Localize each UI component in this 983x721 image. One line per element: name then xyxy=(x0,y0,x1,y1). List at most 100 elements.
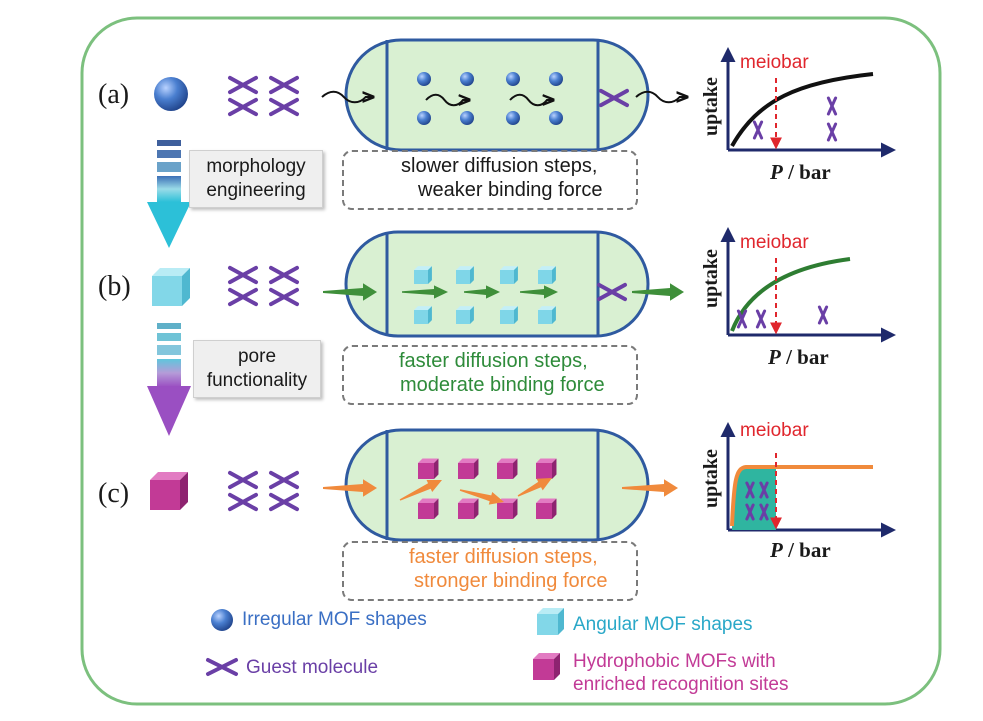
hydrophobic-mof-icon xyxy=(150,472,188,510)
guest-molecule-icon xyxy=(269,75,299,95)
inlet-arrow xyxy=(323,479,377,497)
guest-molecule-icon xyxy=(745,481,755,499)
guest-molecule-icon xyxy=(269,97,299,117)
ylabel-a: uptake xyxy=(700,77,722,136)
plot-b xyxy=(720,227,896,343)
ylabel-b: uptake xyxy=(700,249,722,308)
xlabel-c-unit: / bar xyxy=(782,538,831,562)
mof-sphere xyxy=(460,111,474,125)
diffusion-arrow xyxy=(517,478,552,497)
mof-cube xyxy=(500,266,518,284)
uptake-plots xyxy=(720,47,896,538)
legend-irregular-icon xyxy=(211,609,233,631)
inlet-arrow xyxy=(323,283,377,301)
legend-angular-text: Angular MOF shapes xyxy=(573,614,753,635)
mof-cube xyxy=(536,498,557,519)
morphology-engineering-label: morphology engineering xyxy=(189,150,323,208)
legend-b-line1: faster diffusion steps, xyxy=(399,350,588,372)
pore-line2: functionality xyxy=(206,370,308,391)
legend-irregular-text: Irregular MOF shapes xyxy=(242,609,427,630)
diffusion-wavy-arrow xyxy=(509,93,552,107)
meiobar-label-a: meiobar xyxy=(740,52,809,73)
guest-molecule-icon xyxy=(228,97,258,117)
diffusion-arrow xyxy=(459,489,504,505)
row-label-c: (c) xyxy=(98,478,130,509)
morphology-arrow xyxy=(147,140,191,248)
legend-a-line1: slower diffusion steps, xyxy=(401,155,598,177)
morphology-line1: morphology xyxy=(206,156,306,177)
mof-sphere xyxy=(460,72,474,86)
pore-arrow xyxy=(147,323,191,436)
guest-molecule-icon xyxy=(269,265,299,285)
xlabel-a: P / bar xyxy=(770,160,831,185)
vessel-b xyxy=(323,230,684,338)
meiobar-label-c: meiobar xyxy=(740,420,809,441)
guest-molecule-icon xyxy=(745,503,755,521)
mof-cube xyxy=(418,458,439,479)
legend-box-b xyxy=(342,345,638,405)
guest-molecule-icon xyxy=(269,470,299,490)
plot-a xyxy=(720,47,896,158)
mof-cube xyxy=(458,498,479,519)
legend-hydrophobic-text-2: enriched recognition sites xyxy=(573,674,789,695)
guest-molecule-icon xyxy=(755,309,767,329)
mof-sphere xyxy=(549,111,563,125)
outlet-arrow xyxy=(632,283,684,301)
mof-sphere xyxy=(506,111,520,125)
meiobar-label-b: meiobar xyxy=(740,232,809,253)
legend-box-c xyxy=(342,541,638,601)
mof-cube xyxy=(456,266,474,284)
guest-molecule-icon xyxy=(759,481,769,499)
legend-a-line2: weaker binding force xyxy=(418,179,603,201)
diffusion-arrow xyxy=(399,480,442,501)
legend-b-line2: moderate binding force xyxy=(400,374,605,396)
guest-molecule-exit-icon xyxy=(597,282,627,302)
legend-guest-icon xyxy=(206,658,238,676)
guest-molecule-icon xyxy=(228,75,258,95)
guest-molecule-icon xyxy=(826,96,838,116)
pore-line1: pore xyxy=(237,346,277,367)
xlabel-a-unit: / bar xyxy=(782,160,831,184)
legend-hydrophobic-text-1: Hydrophobic MOFs with xyxy=(573,651,776,672)
xlabel-c: P / bar xyxy=(770,538,831,563)
xlabel-b-var: P xyxy=(768,345,781,369)
xlabel-b: P / bar xyxy=(768,345,829,370)
guest-molecule-icon xyxy=(826,122,838,142)
vessel-a xyxy=(321,38,686,152)
outlet-arrow xyxy=(622,479,678,497)
mof-cube xyxy=(497,498,518,519)
legend-c-line1: faster diffusion steps, xyxy=(409,546,598,568)
mof-cube xyxy=(418,498,439,519)
guest-molecule-icon xyxy=(759,503,769,521)
ylabel-c: uptake xyxy=(700,449,722,508)
vessels xyxy=(321,38,686,542)
xlabel-b-unit: / bar xyxy=(780,345,829,369)
angular-mof-icon xyxy=(152,268,190,306)
guest-molecule-exit-icon xyxy=(599,88,629,108)
legend-box-a xyxy=(342,150,638,210)
plot-c xyxy=(720,422,896,538)
legend-hydrophobic-icon xyxy=(533,653,560,680)
mof-cube xyxy=(458,458,479,479)
guest-molecule-icon xyxy=(228,287,258,307)
outlet-wavy-arrow xyxy=(635,90,686,104)
mof-cube xyxy=(414,266,432,284)
diffusion-arrow xyxy=(402,285,448,299)
mof-sphere xyxy=(417,72,431,86)
legend-angular-icon xyxy=(537,608,564,635)
uptake-curve xyxy=(730,72,874,147)
guest-molecule-icon xyxy=(752,120,764,140)
xlabel-a-var: P xyxy=(770,160,783,184)
mof-cube xyxy=(414,306,432,324)
mof-sphere xyxy=(506,72,520,86)
diffusion-arrow xyxy=(464,285,500,299)
xlabel-c-var: P xyxy=(770,538,783,562)
vessel-body xyxy=(344,428,650,542)
diffusion-arrow xyxy=(520,285,558,299)
morphology-line2: engineering xyxy=(206,180,306,201)
legend-guest-text: Guest molecule xyxy=(246,657,379,678)
mof-cube xyxy=(538,266,556,284)
mof-cube xyxy=(538,306,556,324)
